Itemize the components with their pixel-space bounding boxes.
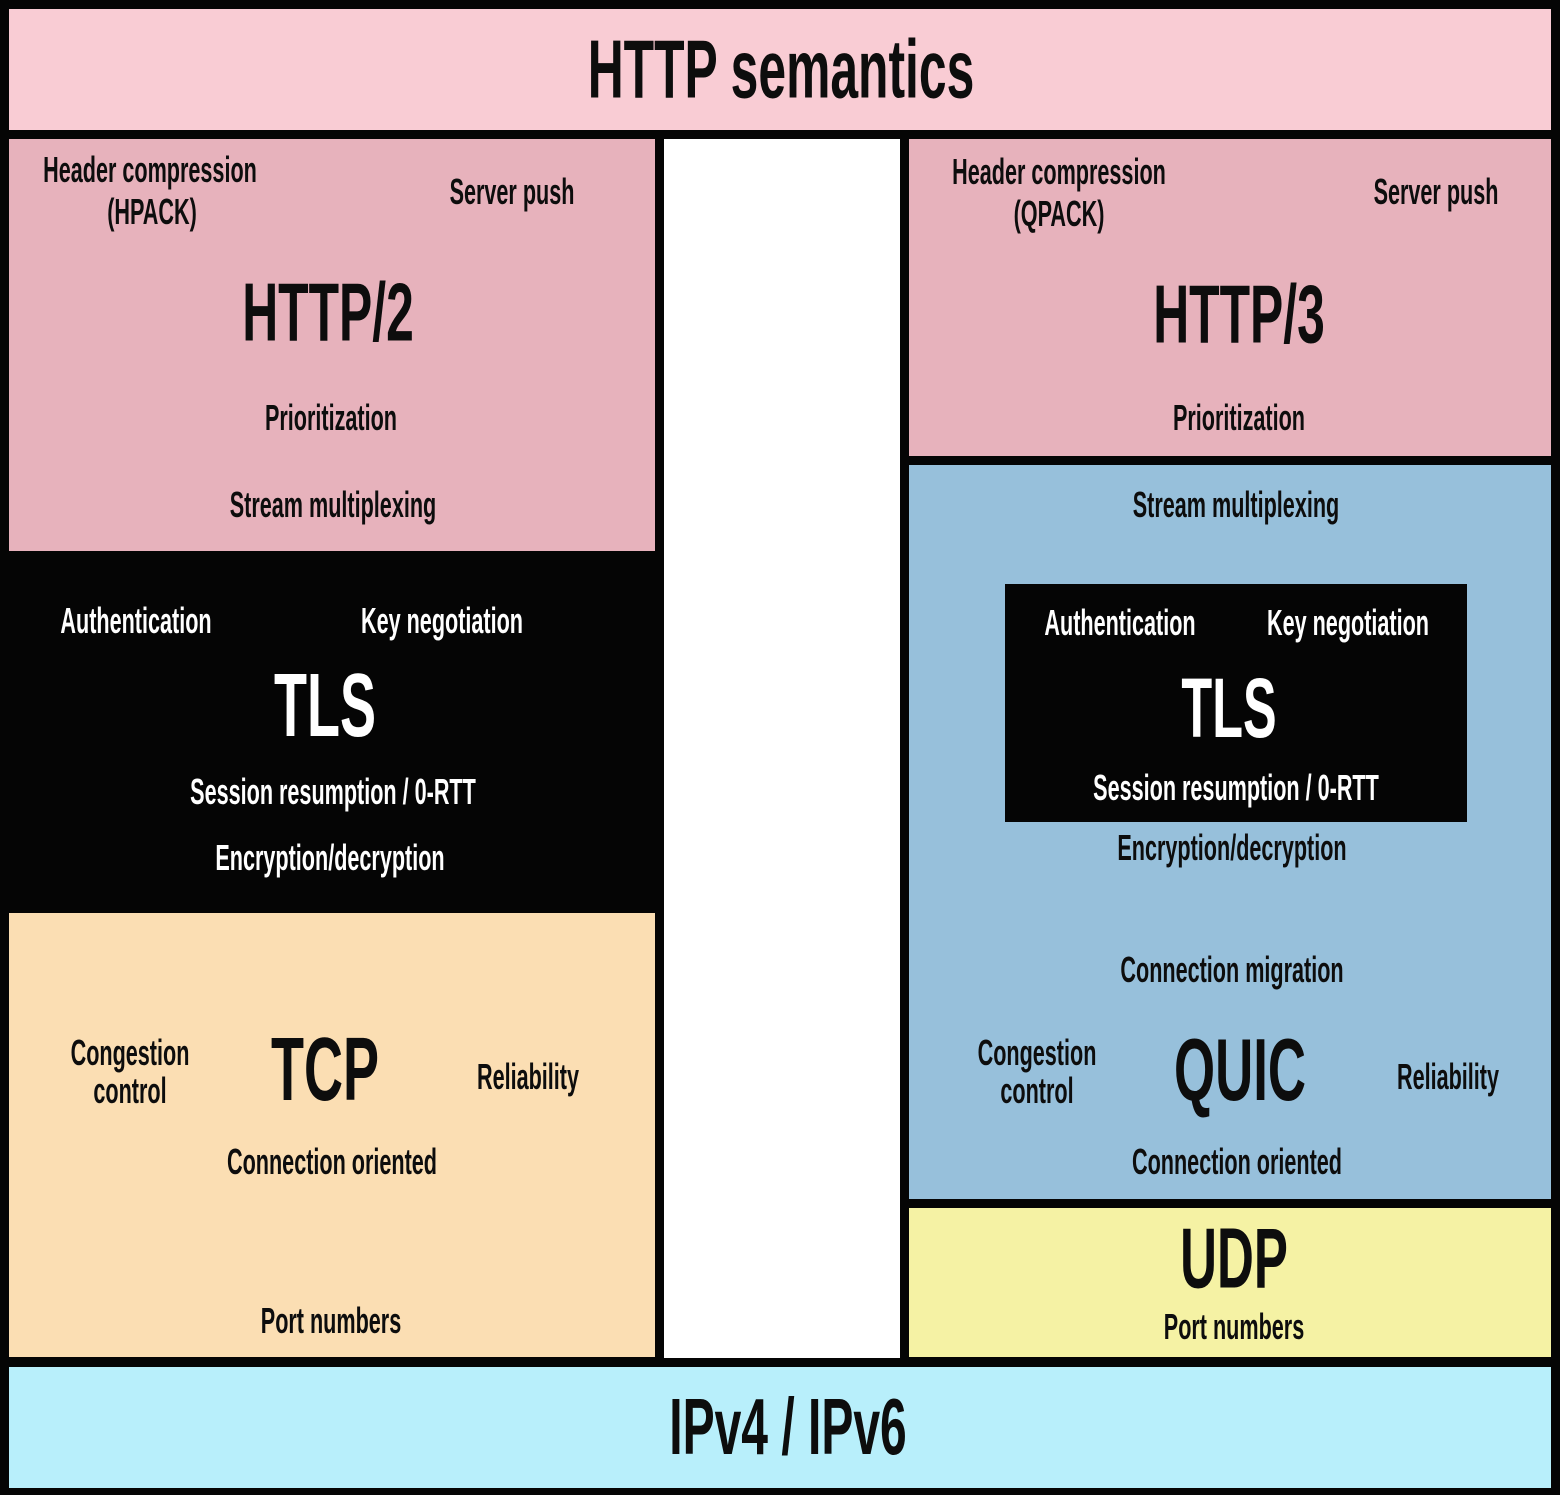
http2-box [9, 139, 655, 551]
http-semantics-banner [9, 9, 1551, 130]
tls-box [9, 560, 655, 904]
tcp-box [9, 913, 655, 1357]
ip-banner [9, 1367, 1551, 1488]
http3-box [909, 139, 1551, 456]
quic-tls-box [1005, 584, 1467, 822]
column-gap [664, 139, 900, 1358]
udp-box [909, 1208, 1551, 1357]
